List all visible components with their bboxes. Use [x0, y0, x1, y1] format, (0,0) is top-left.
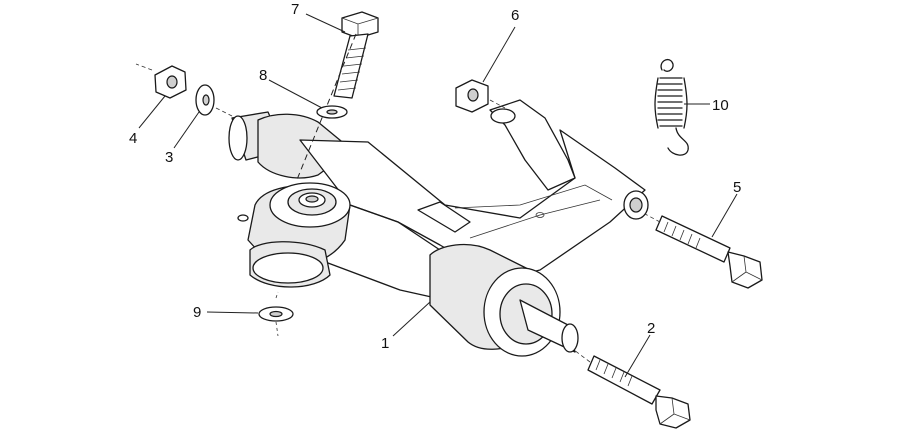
swing-arm-part: [228, 99, 649, 357]
callout-8: 8: [259, 67, 267, 84]
washer-8-part: [316, 105, 348, 119]
callout-3: 3: [165, 149, 173, 166]
leader-lines: [138, 13, 738, 378]
callout-10: 10: [712, 97, 729, 114]
callout-5: 5: [733, 179, 741, 196]
bolt-2-part: [573, 349, 691, 429]
callout-9: 9: [193, 304, 201, 321]
callout-7: 7: [291, 1, 299, 18]
washer-9-part: [258, 291, 294, 337]
callout-4: 4: [129, 130, 137, 147]
nut-6-part: [455, 79, 506, 113]
callout-6: 6: [511, 7, 519, 24]
spring-10-part: [654, 58, 689, 156]
callout-labels: 7 6 8 10 4 3 5 2 9 1: [129, 1, 741, 352]
bolt-7-part: [295, 11, 379, 183]
nut-4-part: [135, 63, 187, 99]
washer-3-part: [195, 84, 233, 117]
bolt-5-part: [644, 213, 763, 289]
callout-2: 2: [647, 320, 655, 337]
callout-1: 1: [381, 335, 389, 352]
